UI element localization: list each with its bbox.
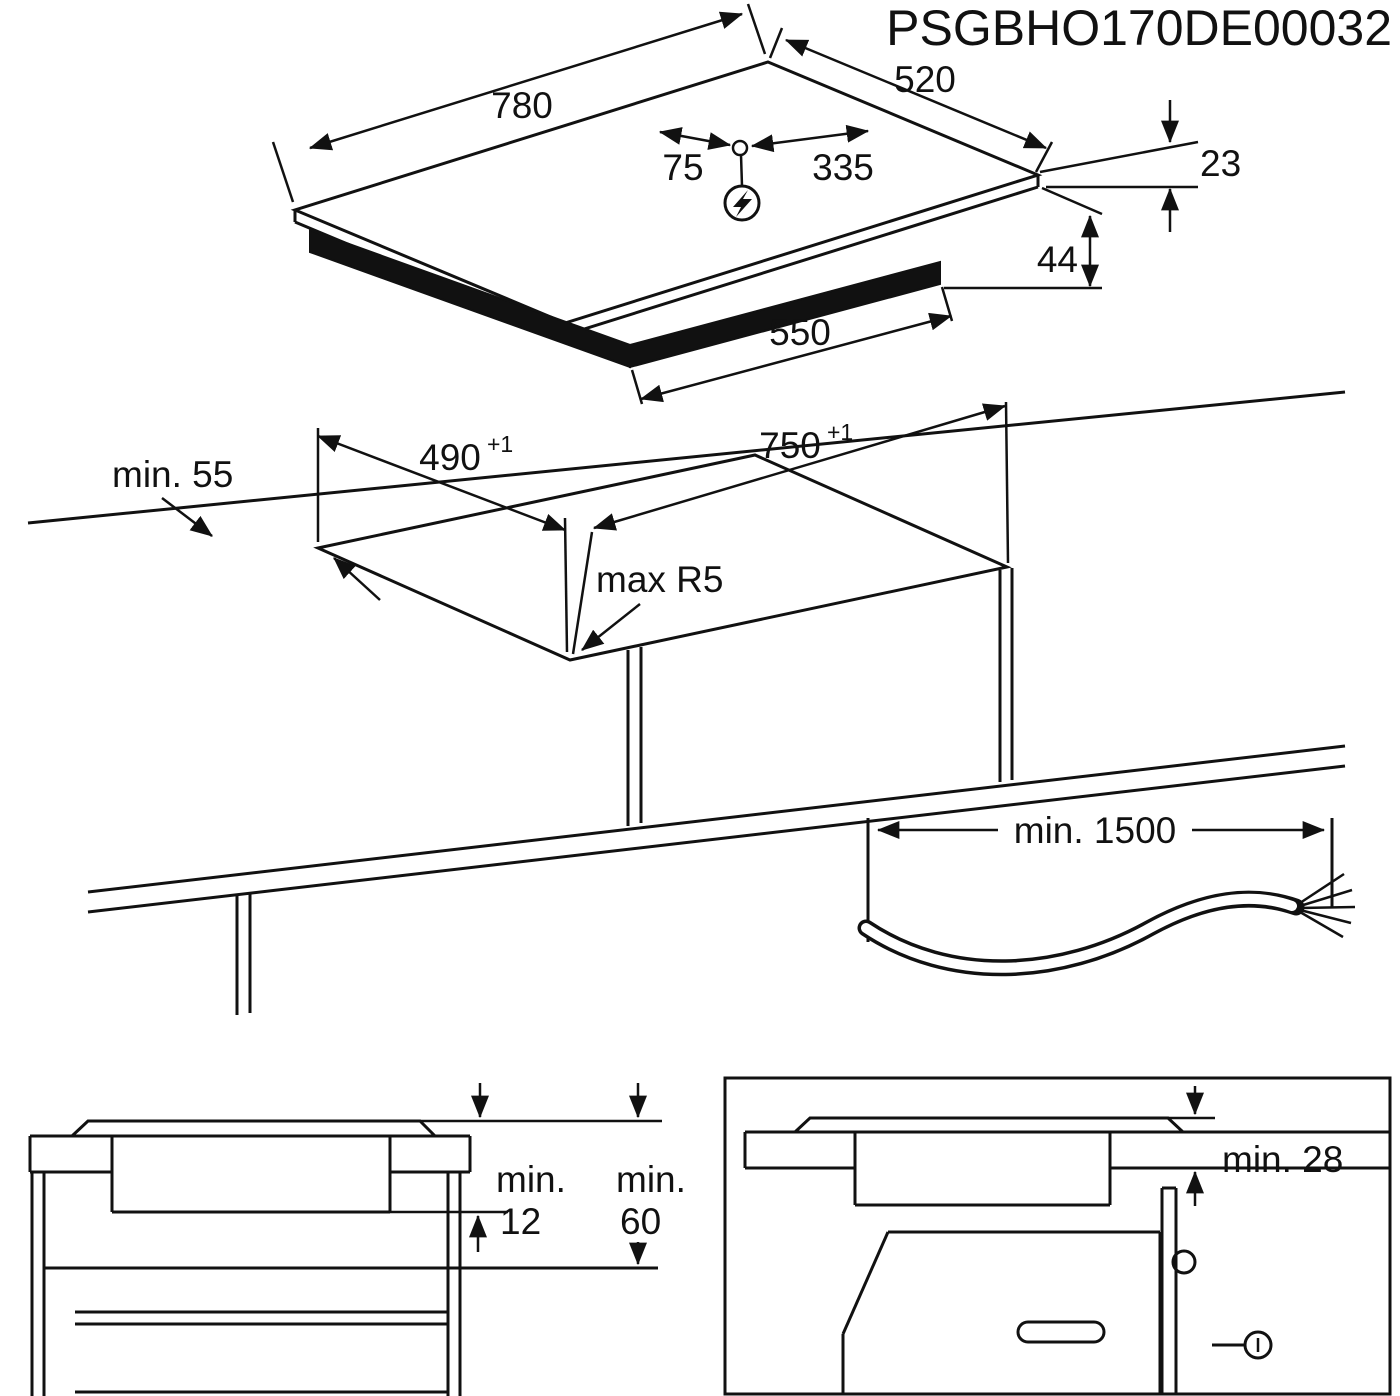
oven-view-frame	[723, 1076, 1392, 1396]
hob-top-view-diagram: 780 520 75 335 23	[271, 3, 1241, 405]
body-depth-label: 44	[1037, 239, 1078, 280]
oven-outline	[841, 1230, 1162, 1394]
mains-offset-left-label: 75	[662, 147, 703, 188]
dim-glass-thickness: 23	[1039, 100, 1241, 232]
cutout-width-tolerance: +1	[827, 419, 853, 445]
dim-drawer-gap: min. 12	[496, 1159, 566, 1242]
dim-cutout-depth: 490 +1	[316, 428, 569, 653]
glass-thickness-label: 23	[1200, 143, 1241, 184]
hob-depth-label: 520	[894, 59, 956, 100]
dim-rear-clearance: min. 55	[112, 454, 381, 601]
oven-handle	[1016, 1320, 1106, 1344]
drawer-clearance-value: 60	[620, 1201, 661, 1242]
dim-body-depth: 44	[944, 186, 1103, 290]
dim-drawer-clearance: min. 60	[616, 1159, 686, 1242]
part-number: PSGBHO170DE00032	[886, 0, 1392, 56]
mains-offset-right-label: 335	[812, 147, 874, 188]
part-number-text: PSGBHO170DE00032	[886, 0, 1392, 56]
cutout-width-label: 750	[759, 425, 821, 466]
dim-corner-radius: max R5	[581, 559, 723, 651]
cutout-depth-tolerance: +1	[487, 431, 513, 457]
dim-oven-clearance: min. 28	[1168, 1086, 1343, 1206]
cable-wire-ends-icon	[1299, 872, 1356, 939]
power-connection-icon	[723, 184, 761, 222]
dim-mains-offset-left: 75	[658, 127, 732, 188]
drawer-gap-value: 12	[500, 1201, 541, 1242]
drawer-gap-prefix: min.	[496, 1159, 566, 1200]
dim-mains-offset-right: 335	[750, 124, 874, 188]
oven-installation-view: min. 28	[723, 1076, 1392, 1396]
power-cable-diagram: min. 1500	[857, 810, 1356, 977]
hob-width-label: 780	[491, 85, 553, 126]
dim-hob-depth: 520	[768, 27, 1054, 173]
fixing-screw-icon	[1212, 1330, 1273, 1360]
corner-radius-label: max R5	[596, 559, 723, 600]
dim-cutout-width: 750 +1	[571, 401, 1010, 655]
rear-clearance-label: min. 55	[112, 454, 233, 495]
cutout-depth-label: 490	[419, 437, 481, 478]
cable-length-label: min. 1500	[1014, 810, 1177, 851]
dim-hob-width: 780	[271, 3, 767, 203]
drawer-clearance-prefix: min.	[616, 1159, 686, 1200]
worktop-cutout-diagram: min. 55 490 +1 750 +1 max R5	[27, 390, 1346, 1015]
drawer-installation-view: min. 12 min. 60	[28, 1083, 686, 1396]
dim-body-width: 550	[630, 286, 954, 405]
body-width-label: 550	[769, 312, 831, 353]
fixing-bolt-icon	[1171, 1249, 1197, 1275]
oven-clearance-label: min. 28	[1222, 1139, 1343, 1180]
